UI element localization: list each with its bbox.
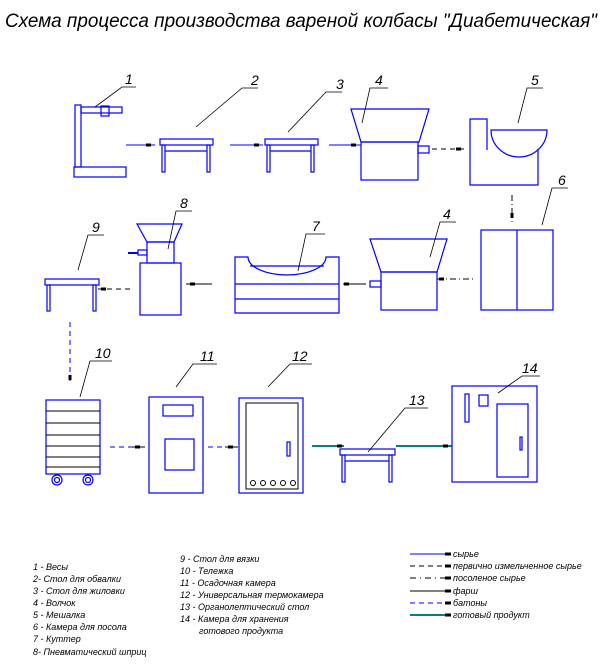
flow-legend-label: сырье: [453, 549, 479, 559]
label-7: 7: [312, 218, 321, 234]
scales-1: 1: [73, 71, 136, 178]
flow-arrow: [343, 282, 366, 286]
legend-item: 9 - Стол для вязки: [180, 554, 259, 564]
legend-item: 10 - Тележка: [180, 566, 233, 576]
flow-arrow: [437, 277, 473, 281]
settling-chamber-11: 11: [148, 348, 217, 494]
label-9: 9: [92, 219, 100, 235]
legend-item: 6 - Камера для посола: [33, 622, 127, 632]
flow-arrow: [396, 444, 452, 448]
flow-arrow: [186, 282, 212, 286]
flow-legend: сырье первично измельченное сырье посоле…: [410, 549, 582, 620]
label-5: 5: [531, 72, 539, 88]
label-10: 10: [95, 345, 111, 361]
legend-item: 1 - Весы: [33, 562, 68, 572]
flow-legend-label: готовый продукт: [453, 610, 530, 620]
trimming-table-3: 3: [264, 76, 344, 173]
pneumatic-syringe-8: 8: [128, 195, 192, 316]
flow-arrow: [510, 195, 514, 222]
legend-item: 3 - Стол для жиловки: [33, 586, 125, 596]
mixer-5: 5: [469, 72, 548, 186]
grinder-4-second: 4: [369, 206, 456, 311]
legend-item: 14 - Камера для хранения: [180, 614, 289, 624]
legend-item: 13 - Органолептический стол: [180, 602, 309, 612]
legend-item: 11 - Осадочная камера: [180, 578, 276, 588]
flow-arrow: [110, 445, 145, 449]
legend-item: готового продукта: [199, 626, 283, 636]
label-1: 1: [125, 71, 133, 87]
label-2: 2: [250, 72, 259, 88]
salting-chamber-6: 6: [480, 172, 568, 311]
diagram-title: Схема процесса производства вареной колб…: [5, 11, 598, 32]
label-8: 8: [180, 195, 188, 211]
flow-legend-label: посоленое сырье: [453, 573, 526, 583]
grinder-4: 4: [350, 72, 430, 181]
thermo-chamber-12: 12: [238, 348, 312, 494]
label-3: 3: [336, 76, 344, 92]
flow-arrow: [432, 147, 465, 151]
flow-legend-label: батоны: [453, 598, 487, 608]
label-13: 13: [409, 392, 425, 408]
flow-arrow: [329, 143, 361, 147]
flow-arrow: [98, 287, 132, 291]
trolley-10: 10: [45, 345, 112, 486]
cutter-7: 7: [234, 218, 340, 314]
legend-item: 4 - Волчок: [33, 598, 76, 608]
label-14: 14: [522, 360, 538, 376]
flow-arrow: [68, 322, 72, 383]
legend-item: 5 - Мешалка: [33, 610, 85, 620]
legend-item: 8- Пневматический шприц: [33, 647, 147, 657]
organoleptic-table-13: 13: [339, 392, 428, 483]
deboning-table-2: 2: [159, 72, 259, 173]
legend-item: 12 - Универсальная термокамера: [180, 590, 324, 600]
storage-chamber-14: 14: [451, 360, 540, 483]
label-11: 11: [200, 348, 215, 364]
label-4-second: 4: [443, 206, 451, 222]
label-6: 6: [558, 172, 566, 188]
flow-arrow: [208, 445, 238, 449]
flow-legend-label: фарш: [453, 586, 479, 596]
flow-legend-label: первично измельченное сырье: [453, 561, 582, 571]
equipment-legend: 1 - Весы 2- Стол для обвалки 3 - Стол дл…: [32, 554, 324, 657]
flow-arrow: [230, 143, 263, 147]
flow-arrow: [126, 143, 155, 147]
flow-arrow: [312, 444, 344, 448]
legend-item: 7 - Куттер: [33, 634, 81, 644]
label-12: 12: [292, 348, 308, 364]
legend-item: 2- Стол для обвалки: [32, 574, 121, 584]
tying-table-9: 9: [44, 219, 104, 312]
label-4: 4: [375, 72, 383, 88]
